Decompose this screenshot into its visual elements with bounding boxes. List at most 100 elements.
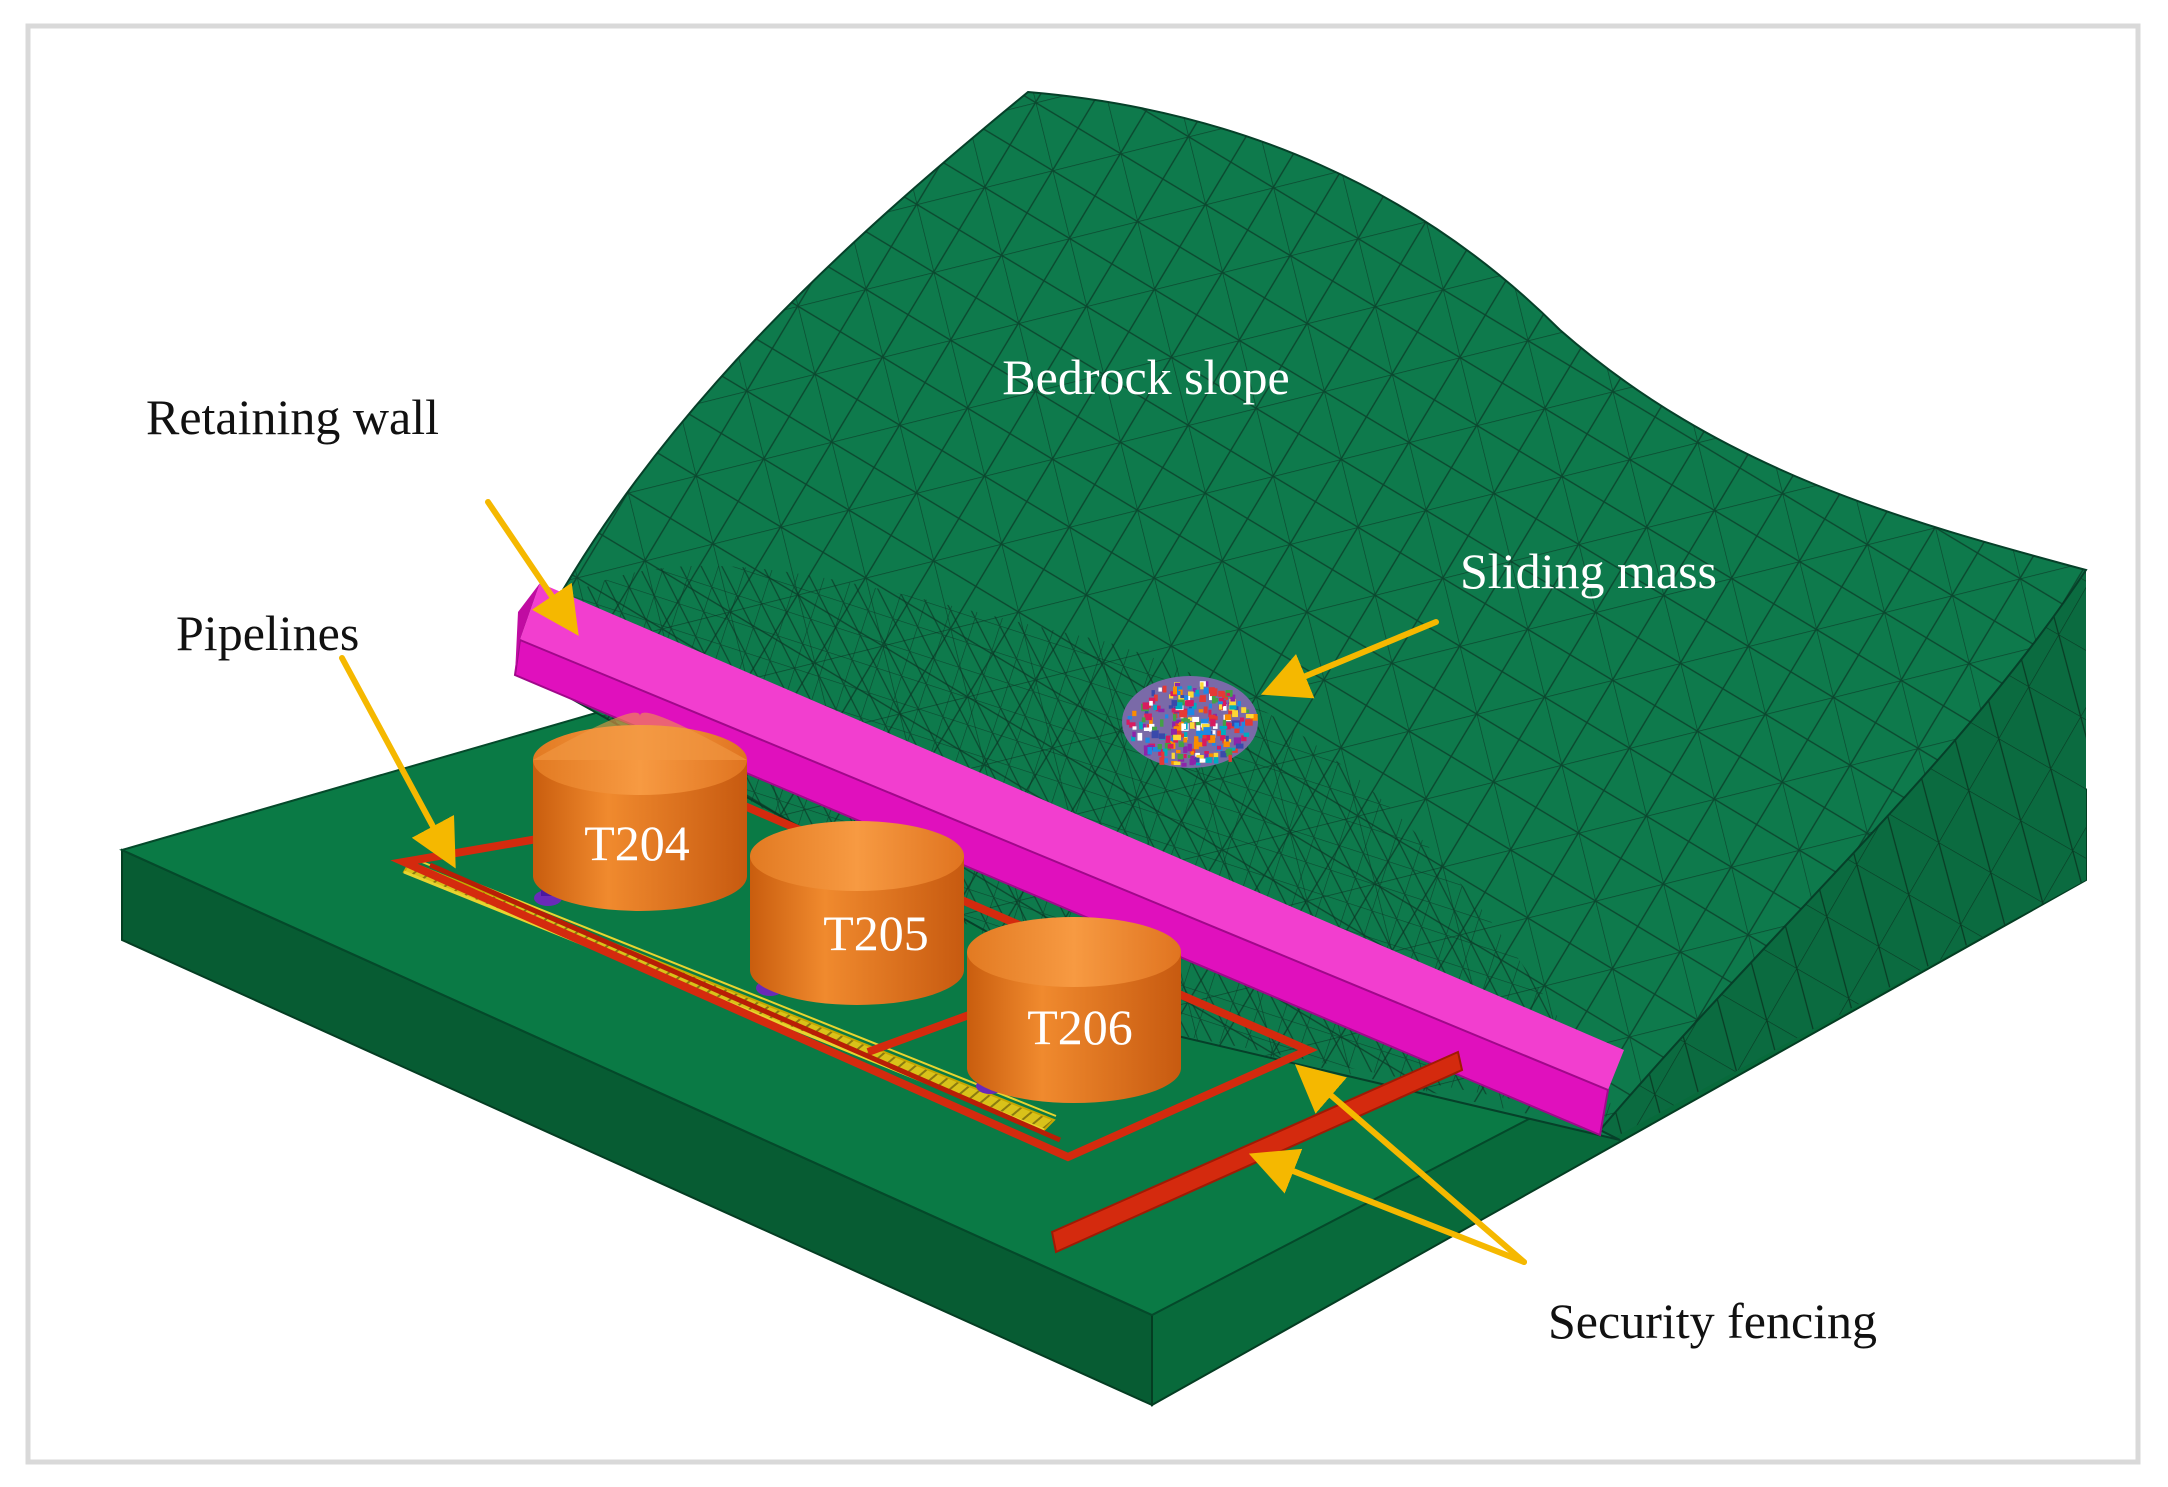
sliding-mass-particle: [1137, 732, 1143, 741]
sliding-mass-particle: [1187, 708, 1195, 716]
sliding-mass-particle: [1180, 695, 1185, 699]
sliding-mass-particle: [1147, 747, 1152, 755]
label-sliding-mass: Sliding mass: [1460, 543, 1717, 599]
sliding-mass-particle: [1245, 719, 1253, 726]
sliding-mass-particle: [1237, 701, 1241, 707]
sliding-mass-particle: [1151, 690, 1155, 697]
sliding-mass-particle: [1158, 687, 1162, 692]
sliding-mass-particle: [1218, 698, 1225, 702]
sliding-mass-particle: [1141, 717, 1146, 723]
arrow-security-fence-2: [1248, 1148, 1527, 1265]
sliding-mass-particle: [1155, 705, 1161, 712]
sliding-mass-particle: [1173, 686, 1177, 695]
sliding-mass-particle: [1161, 751, 1165, 759]
sliding-mass-particle: [1167, 743, 1174, 749]
sliding-mass-particle: [1152, 747, 1158, 752]
tank-t206: T206: [967, 917, 1181, 1103]
sliding-mass-particle: [1144, 713, 1152, 721]
sliding-mass-particle: [1152, 726, 1158, 731]
sliding-mass-particle: [1220, 729, 1226, 736]
sliding-mass-particle: [1175, 702, 1183, 710]
sliding-mass-particle: [1198, 709, 1204, 713]
sliding-mass-particle: [1206, 735, 1211, 741]
sliding-mass-particle: [1187, 685, 1192, 690]
sliding-mass-particle: [1173, 726, 1182, 732]
sliding-mass-particle: [1228, 723, 1235, 729]
arrow-sliding-mass: [1260, 619, 1439, 699]
sliding-mass-particle: [1174, 682, 1181, 687]
sliding-mass-particle: [1200, 718, 1208, 727]
sliding-mass-particle: [1177, 698, 1185, 706]
sliding-mass-particle: [1213, 752, 1219, 760]
label-security-fencing: Security fencing: [1548, 1293, 1877, 1349]
sliding-mass-particle: [1178, 741, 1185, 748]
sliding-mass-particle: [1195, 752, 1200, 757]
annotation-arrows: [339, 499, 1527, 1265]
sliding-mass-particle: [1195, 689, 1200, 695]
sliding-mass-particle: [1224, 714, 1232, 721]
sliding-mass-particle: [1229, 705, 1237, 710]
sliding-mass-particle: [1132, 710, 1137, 717]
sliding-mass-particle: [1204, 681, 1209, 687]
arrow-pipelines: [339, 655, 456, 869]
sliding-mass-particle: [1208, 709, 1212, 717]
sliding-mass-particle: [1149, 700, 1153, 706]
sliding-mass-particle: [1186, 719, 1190, 723]
sliding-mass-particle: [1205, 687, 1209, 694]
sliding-mass-particle: [1144, 748, 1151, 756]
sliding-mass-particle: [1158, 708, 1165, 713]
sliding-mass-particle: [1187, 755, 1192, 759]
sliding-mass-particle: [1183, 754, 1187, 759]
sliding-mass-particle: [1162, 685, 1167, 693]
sliding-mass-particle: [1164, 758, 1168, 763]
sliding-mass-particle: [1196, 730, 1205, 739]
sliding-mass-particle: [1194, 693, 1200, 697]
sliding-mass-particle: [1184, 732, 1188, 737]
sliding-mass-particle: [1236, 726, 1244, 734]
sliding-mass-particle: [1221, 704, 1227, 711]
sliding-mass-particle: [1220, 734, 1226, 741]
sliding-mass-particle: [1192, 759, 1196, 765]
tank-label: T205: [823, 905, 929, 961]
sliding-mass-particle: [1228, 709, 1236, 715]
sliding-mass-particle: [1143, 727, 1151, 731]
sliding-mass-particle: [1193, 741, 1199, 750]
sliding-mass-particle: [1208, 714, 1216, 722]
sliding-mass-particle: [1226, 692, 1230, 696]
sliding-mass-particle: [1162, 748, 1168, 756]
sliding-mass-particle: [1168, 705, 1174, 709]
retaining-wall-top: [520, 583, 1624, 1090]
sliding-mass-particle: [1196, 725, 1201, 733]
sliding-mass-particle: [1241, 720, 1246, 727]
sliding-mass-particle: [1204, 753, 1209, 759]
sliding-mass-particle: [1208, 735, 1216, 743]
sliding-mass-particle: [1196, 730, 1204, 735]
sliding-mass-particle: [1149, 717, 1153, 725]
tank-t205: T205: [750, 821, 964, 1005]
sliding-mass-particle: [1158, 749, 1165, 756]
sliding-mass-particle: [1169, 694, 1174, 699]
sliding-mass-particle: [1210, 730, 1216, 738]
sliding-mass-particle: [1222, 738, 1227, 744]
sliding-mass-particle: [1132, 726, 1137, 730]
sliding-mass-particle: [1159, 757, 1165, 765]
sliding-mass-particle: [1229, 698, 1236, 707]
sliding-mass-particle: [1176, 730, 1182, 735]
label-bedrock-slope: Bedrock slope: [1002, 349, 1289, 405]
sliding-mass-particle: [1230, 694, 1236, 702]
sliding-mass-particle: [1145, 737, 1150, 743]
sliding-mass-particle: [1153, 694, 1158, 702]
sliding-mass-particle: [1220, 751, 1227, 758]
sliding-mass-particle: [1241, 735, 1247, 742]
tank-label: T204: [584, 815, 690, 871]
sliding-mass-particle: [1200, 682, 1204, 690]
sliding-mass-particle: [1199, 695, 1206, 702]
sliding-mass-particle: [1142, 702, 1150, 710]
sliding-mass-particle: [1209, 693, 1214, 701]
arrow-security-fence-1: [1294, 1064, 1527, 1265]
sliding-mass-particle: [1157, 744, 1162, 750]
sliding-mass-particle: [1179, 710, 1187, 718]
sliding-mass-particle: [1188, 691, 1194, 698]
sliding-mass-particle: [1175, 686, 1183, 693]
sliding-mass-particle: [1202, 735, 1210, 742]
